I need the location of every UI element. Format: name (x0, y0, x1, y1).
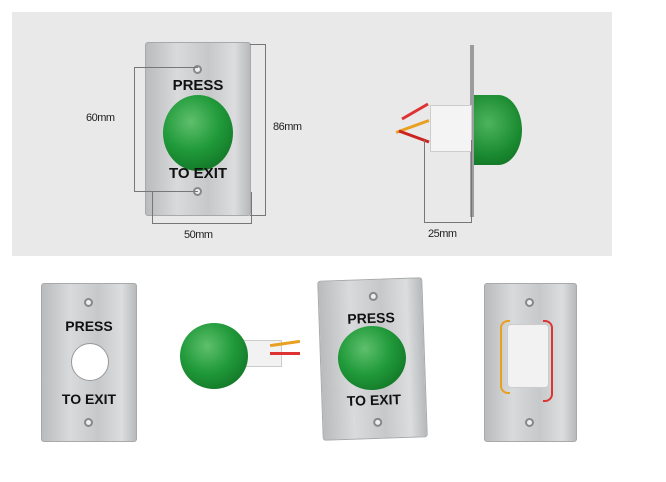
press-text: PRESS (347, 309, 396, 327)
to-exit-text: TO EXIT (61, 391, 117, 407)
screw-hole (373, 417, 383, 428)
screw-hole (525, 298, 534, 307)
dimension-line (134, 67, 198, 192)
side-plate (470, 45, 474, 217)
plate-back (484, 283, 577, 442)
switch-housing (507, 324, 549, 388)
green-button (336, 324, 408, 392)
dimension-label-86: 86mm (273, 121, 302, 133)
button-dome (180, 323, 248, 389)
screw-hole (84, 418, 93, 427)
press-text: PRESS (65, 318, 113, 334)
dimension-label-25: 25mm (428, 228, 457, 240)
wire (543, 320, 553, 402)
dimension-label-50: 50mm (184, 229, 213, 241)
screw-hole (193, 65, 202, 74)
wire (270, 352, 300, 355)
button-hole (71, 343, 109, 381)
screw-hole (525, 418, 534, 427)
press-text: PRESS (172, 77, 224, 94)
screw-hole (368, 291, 378, 302)
to-exit-text: TO EXIT (168, 165, 228, 182)
dimension-line (424, 140, 472, 223)
screw-hole (84, 298, 93, 307)
plate-with-button: PRESS TO EXIT (317, 277, 428, 441)
to-exit-text: TO EXIT (346, 391, 402, 409)
green-button (163, 95, 233, 171)
wire (500, 320, 510, 394)
dimension-line (152, 192, 252, 224)
plate-without-button: PRESS TO EXIT (41, 283, 137, 442)
switch-housing (430, 105, 472, 152)
side-dome (474, 95, 522, 165)
dimension-diagram-panel (12, 12, 612, 256)
dimension-line (250, 44, 266, 216)
dimension-label-60: 60mm (86, 112, 115, 124)
